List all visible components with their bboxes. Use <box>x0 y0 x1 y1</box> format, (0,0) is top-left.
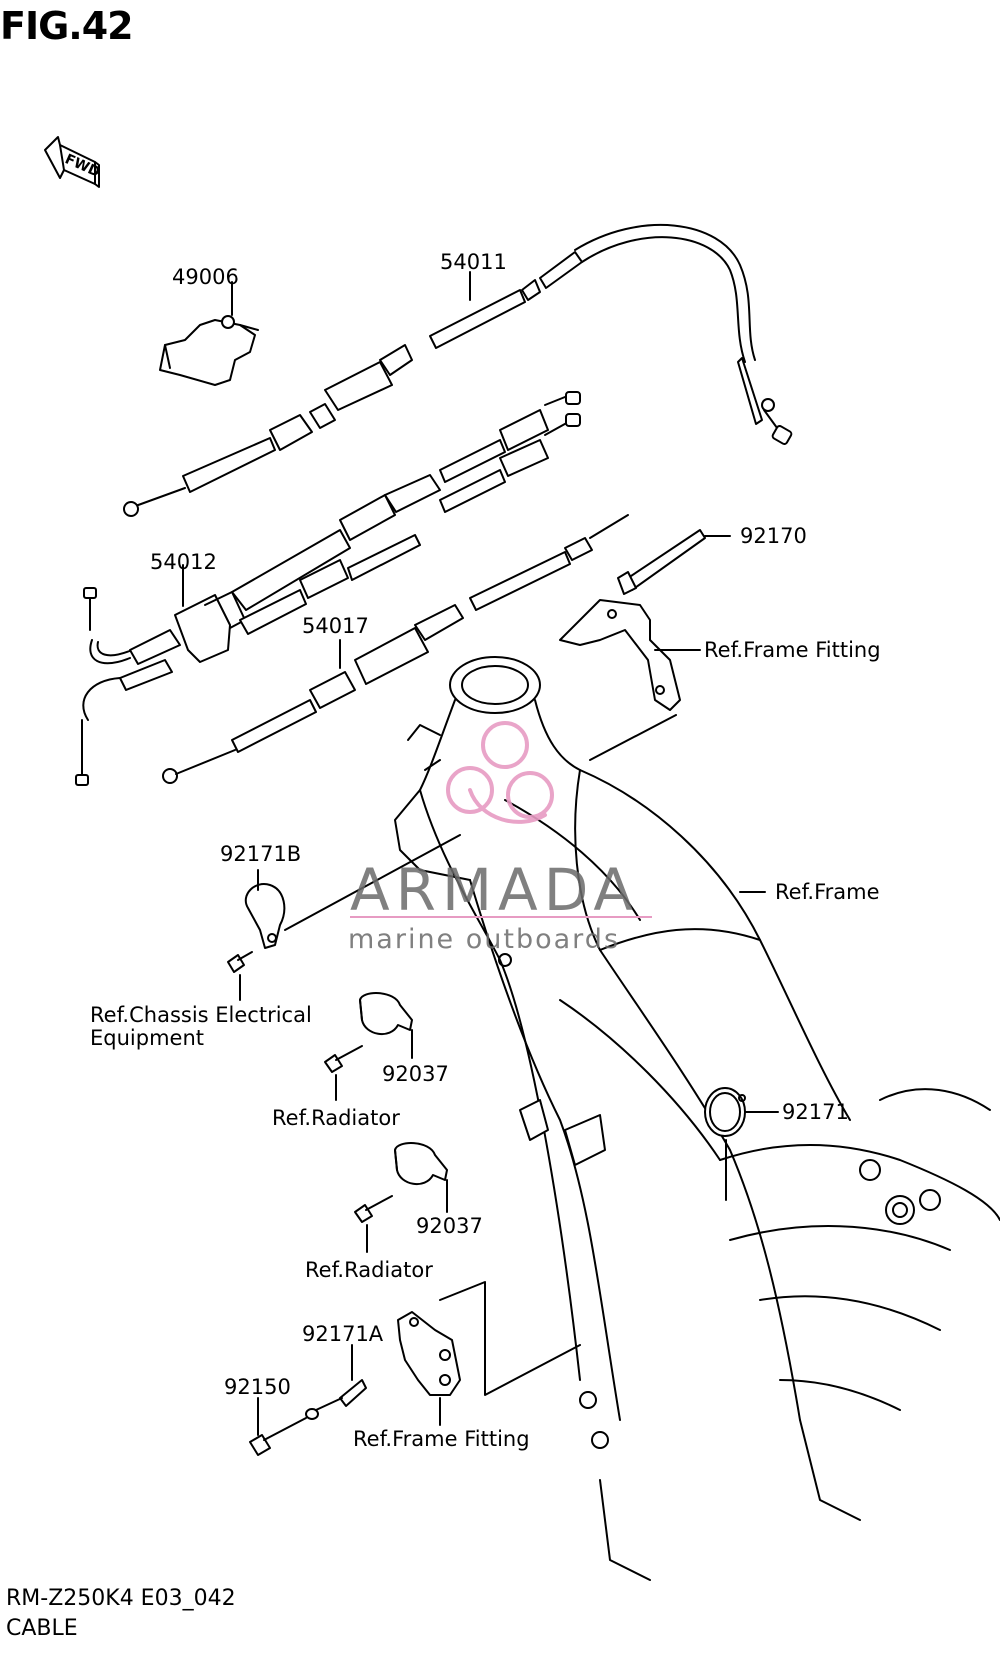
label-ref-frame-fitting-1[interactable]: Ref.Frame Fitting <box>704 638 881 662</box>
label-92170[interactable]: 92170 <box>740 524 807 548</box>
label-92150[interactable]: 92150 <box>224 1375 291 1399</box>
cable-54012 <box>75 391 581 786</box>
footer-model-code: RM-Z250K4 E03_042 <box>6 1586 236 1611</box>
watermark-brand: ARMADA <box>350 856 640 924</box>
frame-fitting-bracket-lower <box>397 1311 461 1396</box>
leader-92171b-frame <box>284 834 461 931</box>
bolt-92037-1 <box>324 1045 363 1073</box>
bolt-92037-2 <box>354 1195 393 1223</box>
label-92037-1[interactable]: 92037 <box>382 1062 449 1086</box>
watermark-divider <box>350 916 652 918</box>
figure-title: FIG.42 <box>0 4 134 48</box>
frame-fitting-bracket-upper <box>559 599 681 711</box>
label-ref-chassis-line2[interactable]: Equipment <box>90 1026 204 1050</box>
cable-guide-49006 <box>159 315 259 386</box>
label-49006[interactable]: 49006 <box>172 265 239 289</box>
label-ref-frame-fitting-2[interactable]: Ref.Frame Fitting <box>353 1427 530 1451</box>
label-92171[interactable]: 92171 <box>782 1100 849 1124</box>
label-54011[interactable]: 54011 <box>440 250 507 274</box>
label-ref-radiator-2[interactable]: Ref.Radiator <box>305 1258 433 1282</box>
cable-54017 <box>162 514 629 784</box>
label-92171b[interactable]: 92171B <box>220 842 302 866</box>
bolt-92171b <box>227 951 253 973</box>
clamp-ring-92171 <box>704 1087 746 1137</box>
watermark-tagline: marine outboards <box>348 924 621 955</box>
footer-figure-name: CABLE <box>6 1616 78 1641</box>
label-ref-frame[interactable]: Ref.Frame <box>775 880 880 904</box>
leader-bracket-to-frame <box>589 714 677 761</box>
tie-92170 <box>617 529 706 595</box>
bolt-92150 <box>249 1417 307 1456</box>
watermark-logo-icon <box>446 721 554 824</box>
clamp-92037-2 <box>394 1142 448 1185</box>
fwd-arrow-icon <box>44 136 100 188</box>
cable-54011 <box>123 224 793 517</box>
label-ref-radiator-1[interactable]: Ref.Radiator <box>272 1106 400 1130</box>
label-92171a[interactable]: 92171A <box>302 1322 384 1346</box>
label-ref-chassis-line1[interactable]: Ref.Chassis Electrical <box>90 1003 312 1027</box>
leader-bracket-lower-frame <box>439 1281 581 1396</box>
clamp-92171b <box>244 883 286 949</box>
label-54017[interactable]: 54017 <box>302 614 369 638</box>
clamp-92037-1 <box>359 992 413 1035</box>
tie-92171a <box>305 1379 367 1420</box>
label-54012[interactable]: 54012 <box>150 550 217 574</box>
label-92037-2[interactable]: 92037 <box>416 1214 483 1238</box>
frame-ref <box>394 656 1000 1581</box>
